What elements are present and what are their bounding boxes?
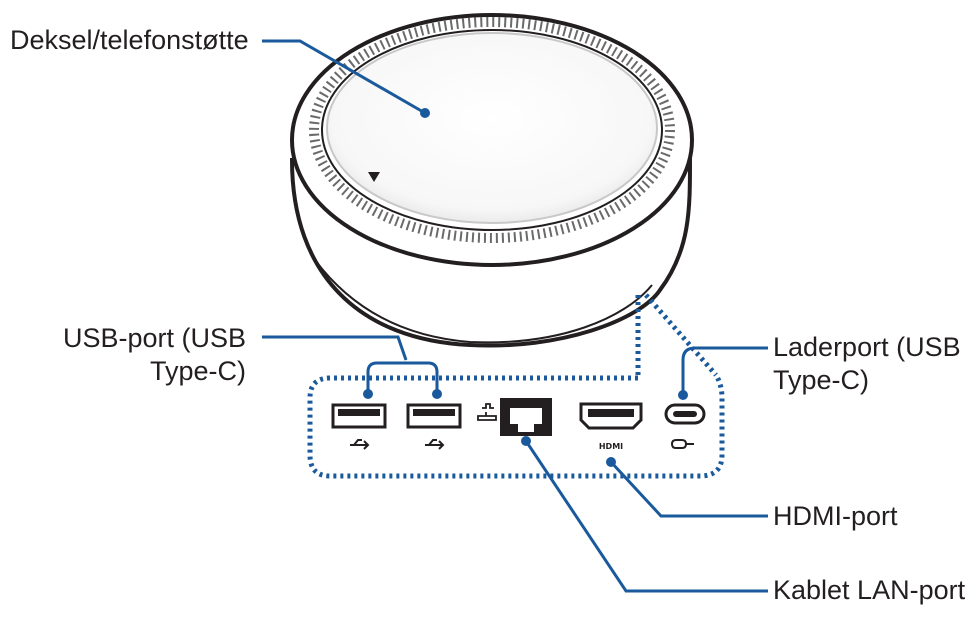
label-charge-line2: Type-C) [773,365,870,395]
label-cover: Deksel/telefonstøtte [10,25,249,55]
leader-usb [262,335,408,361]
label-lan-port: Kablet LAN-port [773,575,965,605]
hdmi-mark: HDMI [599,442,623,451]
port-panel-outline [307,373,725,479]
leader-hdmi [609,460,768,518]
lan-symbol [477,403,497,421]
label-charge-line1: Laderport (USB [773,332,961,362]
usb-symbol-1 [350,439,370,450]
label-hdmi-port: HDMI-port [773,501,898,531]
dock-base-shadow [314,259,653,344]
cover-grip-ring [309,17,675,243]
charge-symbol [670,439,694,449]
usb-symbol-2 [425,439,445,450]
leader-lan [524,440,768,593]
label-usb-line1: USB-port (USB [62,323,246,353]
leader-charge [681,346,768,395]
arrow-marker [368,172,380,182]
label-usb-line2: Type-C) [149,356,246,386]
label-usb-port: USB-port (USB Type-C) [63,322,246,388]
cover-top [326,32,658,224]
leader-cover [262,39,426,115]
label-charge-port: Laderport (USB Type-C) [773,331,961,397]
